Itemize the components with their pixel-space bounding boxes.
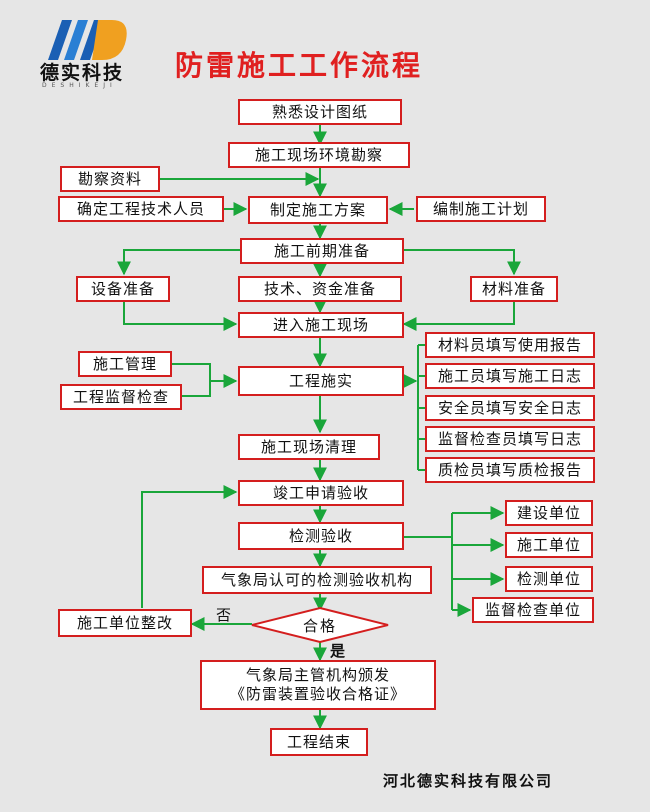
node-construction-mgmt: 施工管理 xyxy=(78,351,172,377)
node-log-safety: 安全员填写安全日志 xyxy=(425,395,595,421)
node-inspection: 检测验收 xyxy=(238,522,404,550)
node-implementation: 工程施实 xyxy=(238,366,404,396)
logo-subtitle: DESHIKEJI xyxy=(42,82,117,89)
label-yes: 是 xyxy=(330,642,346,660)
node-survey-data: 勘察资料 xyxy=(60,166,160,192)
node-rectification: 施工单位整改 xyxy=(58,609,192,637)
node-unit-build: 建设单位 xyxy=(505,500,593,526)
node-assign-staff: 确定工程技术人员 xyxy=(58,196,224,222)
logo-name: 德实科技 xyxy=(40,62,125,84)
node-preparation: 施工前期准备 xyxy=(240,238,404,264)
node-log-quality: 质检员填写质检报告 xyxy=(425,457,595,483)
node-apply-acceptance: 竣工申请验收 xyxy=(238,480,404,506)
company-logo-icon xyxy=(48,20,127,60)
node-log-construction: 施工员填写施工日志 xyxy=(425,363,595,389)
node-certificate: 气象局主管机构颁发 《防雷装置验收合格证》 xyxy=(200,660,436,710)
label-no: 否 xyxy=(216,606,232,624)
node-familiar-design: 熟悉设计图纸 xyxy=(238,99,402,125)
node-make-schedule: 编制施工计划 xyxy=(416,196,546,222)
node-equipment-prep: 设备准备 xyxy=(76,276,170,302)
company-name-footer: 河北德实科技有限公司 xyxy=(383,772,554,790)
certificate-line-1: 气象局主管机构颁发 xyxy=(245,666,390,685)
node-tech-fund-prep: 技术、资金准备 xyxy=(238,276,402,302)
node-log-supervision: 监督检查员填写日志 xyxy=(425,426,595,452)
node-project-supervision: 工程监督检查 xyxy=(60,384,182,410)
node-project-end: 工程结束 xyxy=(270,728,368,756)
node-unit-supervision: 监督检查单位 xyxy=(472,597,594,623)
node-material-prep: 材料准备 xyxy=(470,276,558,302)
certificate-line-2: 《防雷装置验收合格证》 xyxy=(229,685,406,703)
node-unit-inspection: 检测单位 xyxy=(505,566,593,592)
node-log-material: 材料员填写使用报告 xyxy=(425,332,595,358)
node-make-plan: 制定施工方案 xyxy=(248,196,388,224)
decision-qualified: 合格 xyxy=(302,616,337,635)
node-unit-construction: 施工单位 xyxy=(505,532,593,558)
node-site-cleanup: 施工现场清理 xyxy=(238,434,380,460)
node-enter-site: 进入施工现场 xyxy=(238,312,404,338)
page-title: 防雷施工工作流程 xyxy=(175,49,424,82)
node-site-survey: 施工现场环境勘察 xyxy=(228,142,410,168)
node-acceptance-agency: 气象局认可的检测验收机构 xyxy=(202,566,432,594)
